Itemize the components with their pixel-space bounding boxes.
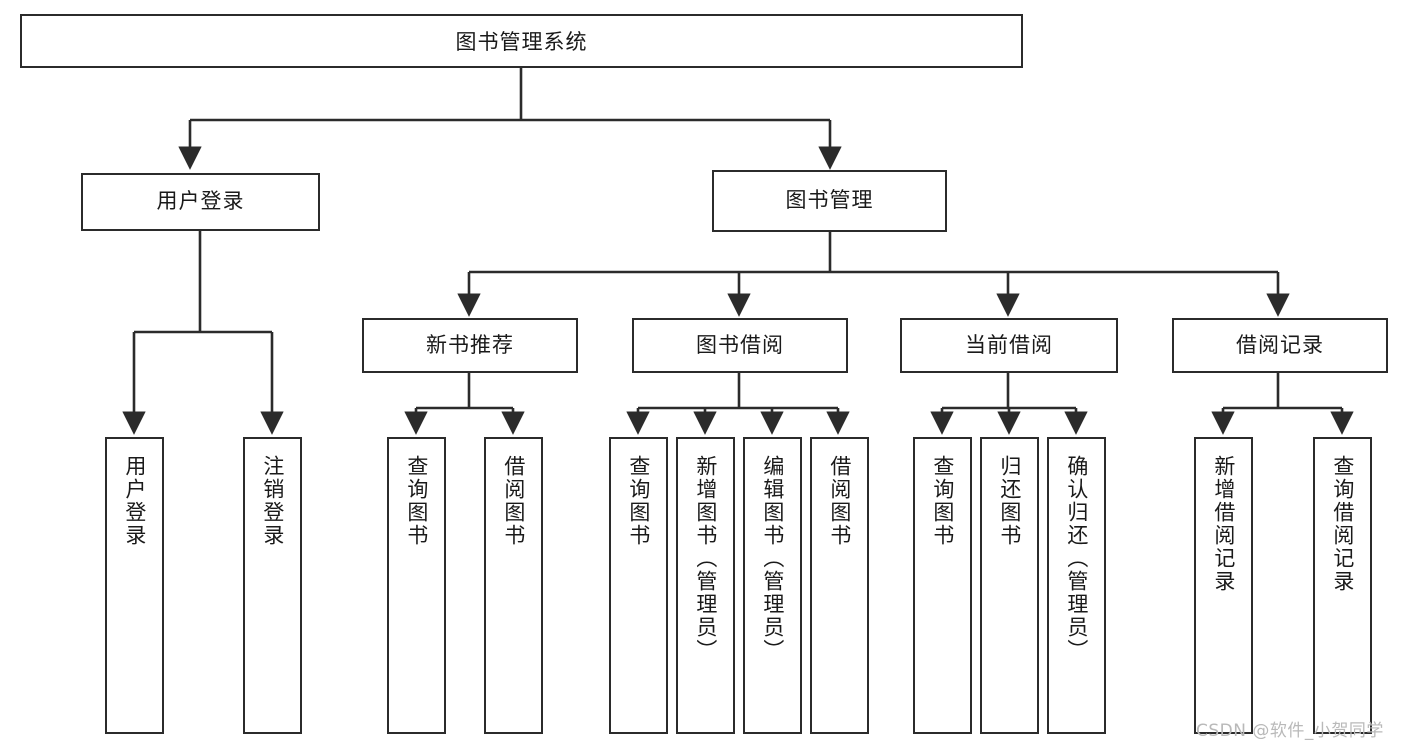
leaf-user-login[interactable]: 用户登录 xyxy=(105,437,164,734)
node-book-borrow[interactable]: 图书借阅 xyxy=(632,318,848,373)
leaf-logout[interactable]: 注销登录 xyxy=(243,437,302,734)
leaf-add-book-admin[interactable]: 新增图书（管理员） xyxy=(676,437,735,734)
leaf-query-borrow-record[interactable]: 查询借阅记录 xyxy=(1313,437,1372,734)
leaf-edit-book-admin-label: 编辑图书（管理员） xyxy=(760,455,785,662)
leaf-add-borrow-record-label: 新增借阅记录 xyxy=(1211,455,1236,593)
leaf-query-book-current[interactable]: 查询图书 xyxy=(913,437,972,734)
node-root-label: 图书管理系统 xyxy=(455,30,588,54)
leaf-borrow-book-newbook-label: 借阅图书 xyxy=(501,455,526,547)
leaf-edit-book-admin[interactable]: 编辑图书（管理员） xyxy=(743,437,802,734)
node-user-login-label: 用户登录 xyxy=(156,189,245,214)
leaf-query-book-current-label: 查询图书 xyxy=(930,455,955,547)
node-user-login[interactable]: 用户登录 xyxy=(81,173,320,231)
leaf-return-book[interactable]: 归还图书 xyxy=(980,437,1039,734)
leaf-add-book-admin-label: 新增图书（管理员） xyxy=(693,455,718,662)
node-current-borrow-label: 当前借阅 xyxy=(965,332,1053,357)
leaf-borrow-book-borrow-label: 借阅图书 xyxy=(827,455,852,547)
node-borrow-record-label: 借阅记录 xyxy=(1236,332,1324,357)
leaf-logout-label: 注销登录 xyxy=(260,455,285,547)
node-new-book-recommend-label: 新书推荐 xyxy=(426,332,514,357)
leaf-borrow-book-borrow[interactable]: 借阅图书 xyxy=(810,437,869,734)
node-book-management[interactable]: 图书管理 xyxy=(712,170,947,232)
node-root[interactable]: 图书管理系统 xyxy=(20,14,1023,68)
leaf-query-book-borrow-label: 查询图书 xyxy=(626,455,651,547)
leaf-query-book-newbook[interactable]: 查询图书 xyxy=(387,437,446,734)
leaf-confirm-return-admin[interactable]: 确认归还（管理员） xyxy=(1047,437,1106,734)
leaf-confirm-return-admin-label: 确认归还（管理员） xyxy=(1064,455,1089,662)
leaf-user-login-label: 用户登录 xyxy=(122,455,147,547)
csdn-watermark: CSDN @软件_小贺同学 xyxy=(1196,721,1384,741)
leaf-query-borrow-record-label: 查询借阅记录 xyxy=(1330,455,1355,593)
node-current-borrow[interactable]: 当前借阅 xyxy=(900,318,1118,373)
leaf-borrow-book-newbook[interactable]: 借阅图书 xyxy=(484,437,543,734)
leaf-query-book-newbook-label: 查询图书 xyxy=(404,455,429,547)
node-book-borrow-label: 图书借阅 xyxy=(696,332,784,357)
leaf-query-book-borrow[interactable]: 查询图书 xyxy=(609,437,668,734)
leaf-add-borrow-record[interactable]: 新增借阅记录 xyxy=(1194,437,1253,734)
node-book-management-label: 图书管理 xyxy=(785,188,874,213)
leaf-return-book-label: 归还图书 xyxy=(997,455,1022,547)
node-new-book-recommend[interactable]: 新书推荐 xyxy=(362,318,578,373)
node-borrow-record[interactable]: 借阅记录 xyxy=(1172,318,1388,373)
